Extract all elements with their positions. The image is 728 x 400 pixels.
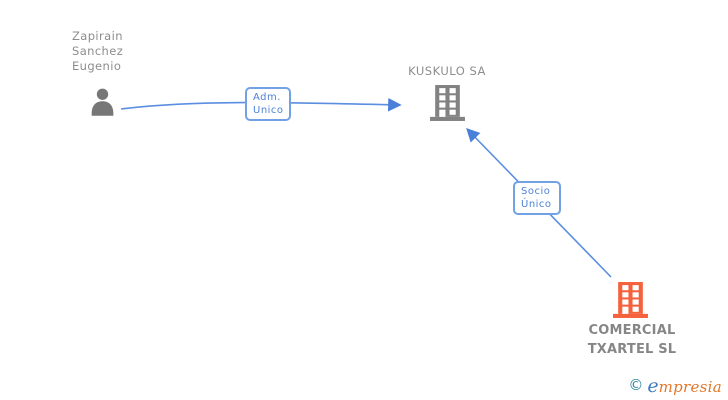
person-name-line: Zapirain — [72, 29, 123, 43]
relationship-label-adm-unico: Adm. Unico — [245, 87, 291, 121]
building-icon-kuskulo[interactable] — [429, 84, 466, 126]
company-name-comercial[interactable]: COMERCIAL TXARTEL SL — [585, 321, 679, 359]
relationship-label-line: Socio — [521, 186, 551, 197]
relationship-label-line: Unico — [253, 105, 284, 116]
logo-text: mpresia — [658, 378, 722, 396]
relationship-label-line: Único — [521, 199, 552, 210]
company-name-kuskulo[interactable]: KUSKULO SA — [408, 64, 486, 78]
person-name[interactable]: Zapirain Sanchez Eugenio — [72, 29, 123, 74]
person-name-line: Sanchez — [72, 44, 124, 58]
relationship-label-line: Adm. — [253, 92, 281, 103]
copyright-icon: © — [628, 376, 644, 394]
empresia-logo[interactable]: ©empresia — [628, 375, 722, 397]
building-icon-comercial[interactable] — [612, 281, 649, 323]
relationship-label-socio-unico: Socio Único — [513, 181, 561, 215]
logo-letter-e: e — [647, 375, 659, 397]
company-name-line: COMERCIAL — [588, 323, 676, 338]
person-name-line: Eugenio — [72, 59, 122, 73]
person-icon[interactable] — [87, 86, 118, 121]
company-name-line: TXARTEL SL — [587, 342, 677, 357]
